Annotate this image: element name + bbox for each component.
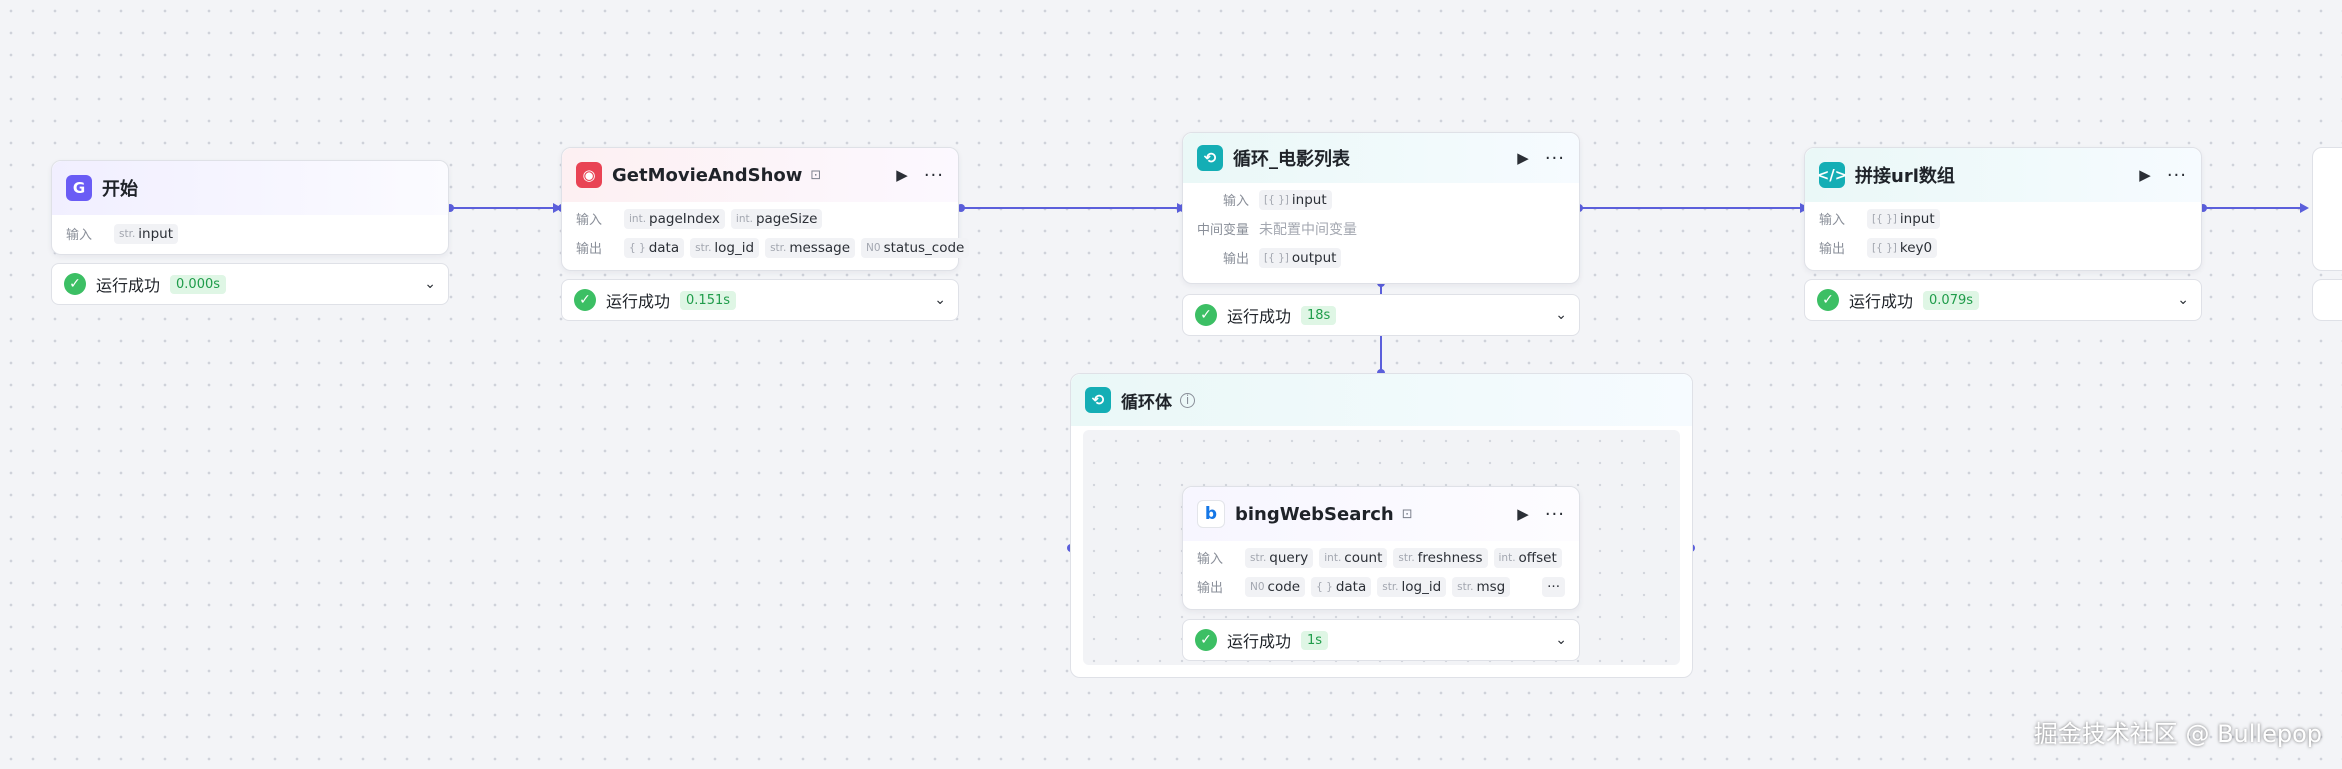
input-label: 输入 — [1819, 213, 1846, 228]
run-time-badge: 0.079s — [1923, 290, 1980, 310]
play-button[interactable]: ▶ — [2139, 166, 2151, 184]
input-label: 输入 — [66, 228, 93, 243]
loop-status[interactable]: ✓ 运行成功 18s ⌄ — [1182, 294, 1580, 336]
get-movie-status[interactable]: ✓ 运行成功 0.151s ⌄ — [561, 279, 959, 321]
next-node-status-partial[interactable] — [2312, 279, 2342, 321]
node-title: bingWebSearch — [1235, 503, 1394, 525]
status-text: 运行成功 — [606, 292, 671, 311]
bing-icon: b — [1197, 500, 1225, 528]
output-label: 输出 — [1222, 252, 1249, 267]
input-label: 输入 — [576, 213, 603, 228]
status-text: 运行成功 — [1227, 307, 1292, 326]
success-check-icon: ✓ — [1195, 304, 1217, 326]
start-node[interactable]: G 开始 输入 str.input — [51, 160, 449, 255]
output-msg: str.msg — [1452, 576, 1511, 597]
input-label: 输入 — [1197, 552, 1224, 567]
chevron-down-icon[interactable]: ⌄ — [424, 276, 436, 292]
mid-variable-placeholder: 未配置中间变量 — [1259, 221, 1357, 238]
plugin-badge-icon: ⊡ — [1401, 506, 1413, 522]
status-text: 运行成功 — [1849, 292, 1914, 311]
node-title: GetMovieAndShow — [612, 164, 803, 186]
param-input: [{ }]input — [1259, 189, 1332, 210]
param-input: str.input — [114, 223, 179, 244]
more-button[interactable]: ··· — [1544, 147, 1565, 169]
loop-body-title: 循环体 — [1121, 392, 1172, 413]
start-icon: G — [66, 175, 92, 201]
watermark: 掘金技术社区 @ Bullepop — [2033, 720, 2322, 748]
output-key0: [{ }]key0 — [1867, 237, 1938, 258]
status-text: 运行成功 — [96, 276, 161, 295]
success-check-icon: ✓ — [64, 273, 86, 295]
more-button[interactable]: ··· — [2166, 164, 2187, 186]
output-label: 输出 — [1819, 242, 1846, 257]
bing-web-search-status[interactable]: ✓ 运行成功 1s ⌄ — [1182, 619, 1580, 661]
success-check-icon: ✓ — [1817, 289, 1839, 311]
loop-icon: ⟲ — [1085, 387, 1111, 413]
output-data: { }data — [1311, 576, 1372, 597]
node-title: 拼接url数组 — [1855, 166, 1955, 187]
more-button[interactable]: ··· — [1544, 503, 1565, 525]
output-label: 输出 — [576, 242, 603, 257]
start-status[interactable]: ✓ 运行成功 0.000s ⌄ — [51, 263, 449, 305]
param-freshness: str.freshness — [1393, 547, 1488, 568]
mid-variable-label: 中间变量 — [1197, 223, 1250, 238]
chevron-down-icon[interactable]: ⌄ — [1555, 632, 1567, 648]
node-title: 循环_电影列表 — [1233, 149, 1350, 170]
run-time-badge: 1s — [1301, 630, 1329, 650]
output-output: [{ }]output — [1259, 247, 1342, 268]
param-input: [{ }]input — [1867, 208, 1940, 229]
output-data: { }data — [624, 237, 685, 258]
input-label: 输入 — [1222, 194, 1249, 209]
run-time-badge: 18s — [1301, 305, 1337, 325]
more-button[interactable]: ··· — [923, 164, 944, 186]
output-log-id: str.log_id — [690, 237, 760, 258]
play-button[interactable]: ▶ — [1517, 149, 1529, 167]
play-button[interactable]: ▶ — [1517, 505, 1529, 523]
loop-icon: ⟲ — [1197, 145, 1223, 171]
node-title: 开始 — [102, 179, 138, 200]
param-query: str.query — [1245, 547, 1314, 568]
get-movie-node[interactable]: ◉ GetMovieAndShow ⊡ ▶ ··· 输入 int.pageInd… — [561, 147, 970, 271]
output-label: 输出 — [1197, 581, 1224, 596]
outputs-overflow-button[interactable]: ··· — [1542, 576, 1565, 597]
code-icon: </> — [1817, 162, 1847, 188]
success-check-icon: ✓ — [1195, 629, 1217, 651]
chevron-down-icon[interactable]: ⌄ — [1555, 307, 1567, 323]
param-pagesize: int.pageSize — [730, 208, 823, 229]
next-node-partial[interactable] — [2312, 147, 2342, 271]
param-offset: int.offset — [1493, 547, 1562, 568]
chevron-down-icon[interactable]: ⌄ — [2177, 292, 2189, 308]
output-log-id: str.log_id — [1377, 576, 1447, 597]
concat-url-node[interactable]: </> 拼接url数组 ▶ ··· 输入 [{ }]input 输出 [{ }]… — [1804, 147, 2202, 271]
output-message: str.message — [765, 237, 856, 258]
concat-url-status[interactable]: ✓ 运行成功 0.079s ⌄ — [1804, 279, 2202, 321]
info-icon[interactable]: i — [1180, 392, 1195, 408]
loop-node[interactable]: ⟲ 循环_电影列表 ▶ ··· 输入 [{ }]input 中间变量 未配置中间… — [1182, 132, 1580, 284]
status-text: 运行成功 — [1227, 632, 1292, 651]
chevron-down-icon[interactable]: ⌄ — [934, 292, 946, 308]
run-time-badge: 0.000s — [170, 274, 227, 294]
param-pageindex: int.pageIndex — [624, 208, 725, 229]
plugin-icon: ◉ — [576, 162, 602, 188]
play-button[interactable]: ▶ — [896, 166, 908, 184]
bing-web-search-node[interactable]: b bingWebSearch ⊡ ▶ ··· 输入 str.query int… — [1182, 486, 1580, 610]
param-count: int.count — [1319, 547, 1388, 568]
run-time-badge: 0.151s — [680, 290, 737, 310]
success-check-icon: ✓ — [574, 289, 596, 311]
plugin-badge-icon: ⊡ — [810, 167, 822, 183]
